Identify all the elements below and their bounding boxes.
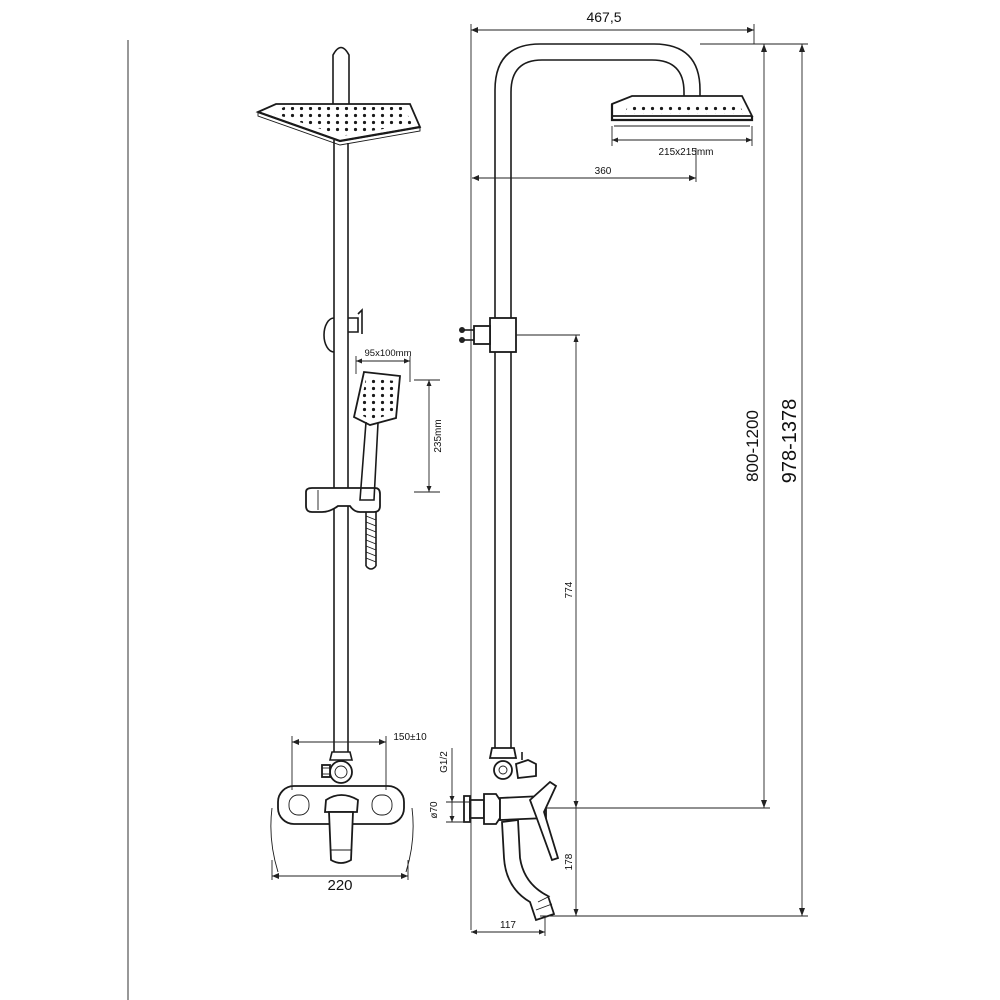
front-shower-head bbox=[255, 103, 422, 146]
outlet-to-mixer-label: 774 bbox=[564, 581, 575, 598]
front-wall-bracket bbox=[323, 308, 363, 353]
bar-height-label: 800-1200 bbox=[743, 410, 762, 482]
front-rod-top bbox=[332, 46, 350, 105]
arm-reach-label: 360 bbox=[595, 166, 612, 177]
total-width-label: 467,5 bbox=[586, 9, 621, 25]
thread-label: G1/2 bbox=[439, 751, 450, 773]
front-view bbox=[255, 46, 440, 880]
flange-diameter-label: ø70 bbox=[429, 801, 440, 819]
front-diverter bbox=[321, 760, 353, 784]
front-hand-shower bbox=[352, 371, 401, 501]
side-riser-inner bbox=[510, 59, 685, 752]
side-mixer bbox=[463, 780, 560, 922]
front-hose bbox=[365, 512, 377, 570]
head-size-label: 215x215mm bbox=[658, 147, 713, 158]
handshower-size-label: 95x100mm bbox=[365, 348, 412, 359]
mixer-width-label: 220 bbox=[327, 877, 352, 894]
side-riser-outer bbox=[494, 43, 701, 752]
side-shower-head bbox=[610, 95, 754, 127]
spout-height-label: 178 bbox=[564, 853, 575, 870]
inlet-spacing-label: 150±10 bbox=[393, 732, 427, 743]
handshower-length-label: 235mm bbox=[433, 419, 444, 452]
total-height-label: 978-1378 bbox=[779, 399, 801, 484]
side-diverter bbox=[493, 752, 537, 780]
front-mixer bbox=[270, 785, 414, 873]
side-view bbox=[446, 24, 808, 936]
side-wall-bracket bbox=[459, 317, 517, 353]
spout-reach-label: 117 bbox=[500, 920, 516, 931]
